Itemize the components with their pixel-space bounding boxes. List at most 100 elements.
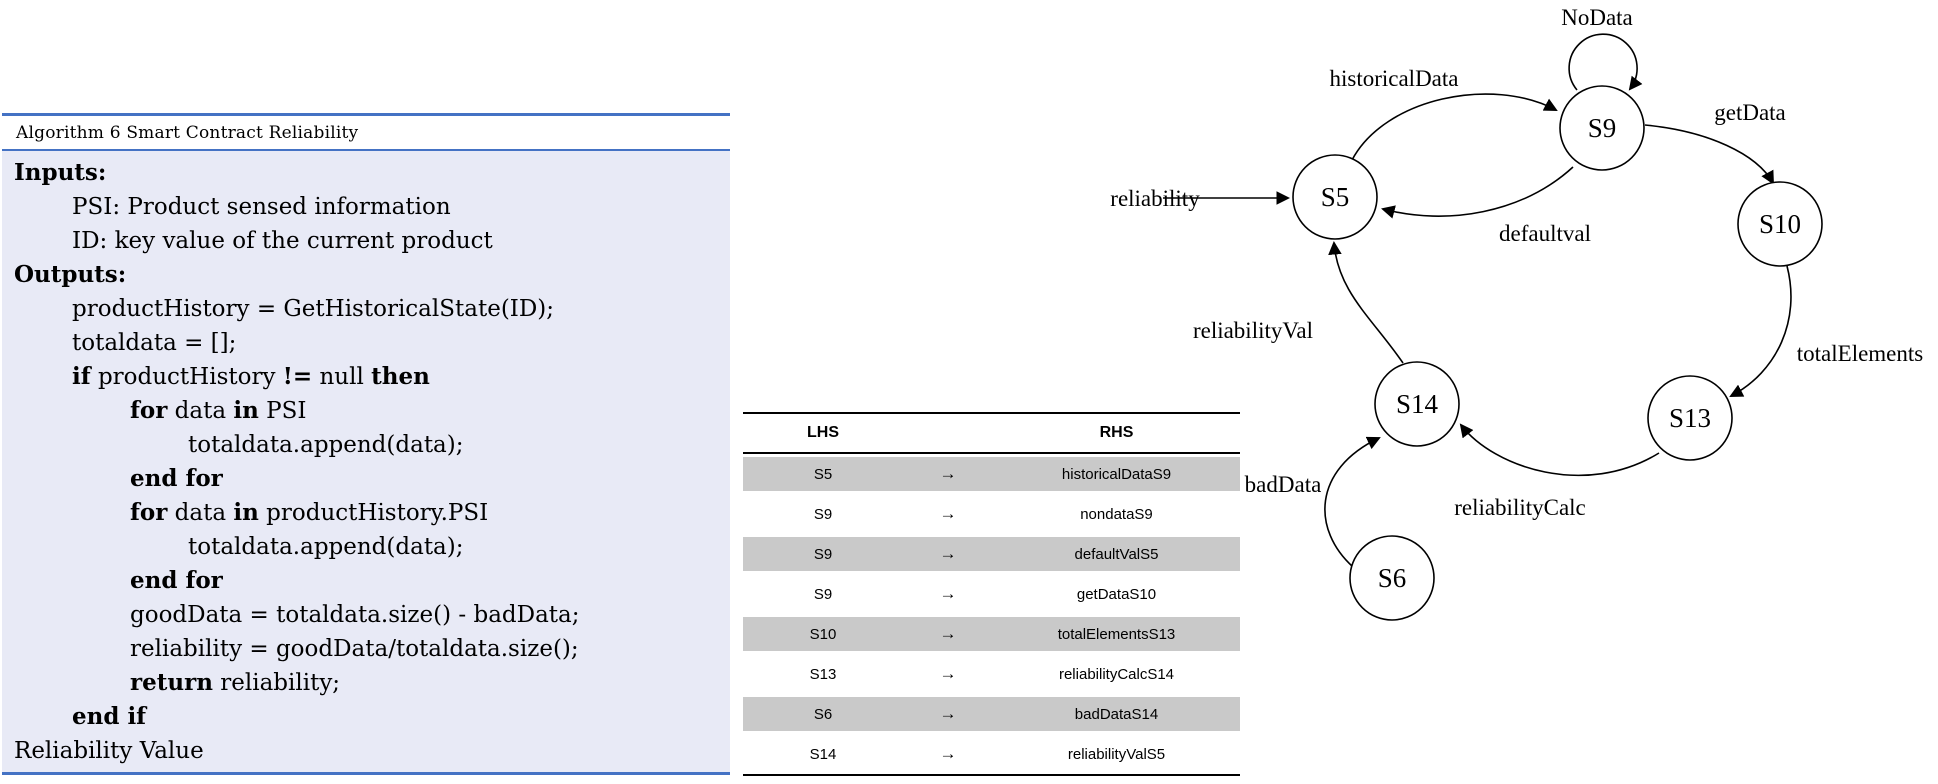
algorithm-text-segment: end if xyxy=(72,703,147,730)
edge-label-reliabilityval: reliabilityVal xyxy=(1193,318,1313,343)
arrow-icon: → xyxy=(939,464,957,483)
edge-getdata xyxy=(1644,124,1774,185)
edge-label-totalelements: totalElements xyxy=(1797,341,1924,366)
algorithm-text-segment: then xyxy=(371,363,430,390)
algorithm-text-segment: in xyxy=(233,397,259,424)
algorithm-line: totaldata = []; xyxy=(2,326,730,360)
algorithm-line: Reliability Value xyxy=(2,734,730,768)
state-node-s14 xyxy=(1374,361,1460,447)
edge-baddata xyxy=(1324,436,1381,568)
edge-label-historicaldata: historicalData xyxy=(1329,66,1458,91)
algorithm-mid-rule xyxy=(2,148,730,151)
rhs-cell: historicalDataS9 xyxy=(1061,465,1172,483)
arrow-icon: → xyxy=(939,744,957,763)
state-node-s5 xyxy=(1292,154,1378,240)
edge-reliabilityval xyxy=(1328,240,1404,364)
algorithm-text-segment: totaldata.append(data); xyxy=(188,432,464,458)
rhs-cell: badDataS14 xyxy=(1074,705,1159,723)
lhs-cell: S13 xyxy=(809,665,837,683)
algorithm-box: Algorithm 6 Smart Contract Reliability I… xyxy=(2,113,730,775)
algorithm-line: end if xyxy=(2,700,730,734)
algorithm-text-segment: data xyxy=(167,500,234,526)
algorithm-top-rule xyxy=(2,113,730,116)
state-label-s13: S13 xyxy=(1669,403,1711,433)
lhs-cell: S14 xyxy=(809,745,837,763)
lhs-cell: S9 xyxy=(813,505,833,523)
algorithm-line: productHistory = GetHistoricalState(ID); xyxy=(2,292,730,326)
algorithm-line: return reliability; xyxy=(2,666,730,700)
transition-table: LHS RHS S5 → historicalDataS9 S9 → nonda… xyxy=(743,412,1240,776)
state-label-s6: S6 xyxy=(1378,563,1407,593)
rhs-cell: defaultValS5 xyxy=(1074,545,1159,563)
edge-label-defaultval: defaultval xyxy=(1499,221,1591,246)
algorithm-bottom-rule xyxy=(2,772,730,775)
state-node-s9 xyxy=(1559,85,1645,171)
rhs-cell: reliabilityCalcS14 xyxy=(1058,665,1175,683)
algorithm-text-segment: productHistory.PSI xyxy=(258,500,489,526)
algorithm-line: end for xyxy=(2,564,730,598)
arrow-icon: → xyxy=(939,704,957,723)
rhs-cell: nondataS9 xyxy=(1080,505,1153,523)
table-row: S13 → reliabilityCalcS14 xyxy=(743,654,1240,694)
algorithm-text-segment: null xyxy=(312,364,372,390)
lhs-cell: S9 xyxy=(813,545,833,563)
algorithm-text-segment: Inputs: xyxy=(14,159,107,186)
state-label-s14: S14 xyxy=(1396,389,1439,419)
lhs-cell: S5 xyxy=(813,465,833,483)
rhs-cell: reliabilityValS5 xyxy=(1067,745,1166,763)
algorithm-text-segment: in xyxy=(233,499,259,526)
arrow-icon: → xyxy=(939,544,957,563)
edge-reliabilitycalc xyxy=(1459,423,1660,477)
state-node-s10 xyxy=(1737,181,1823,267)
edge-label-reliabilitycalc: reliabilityCalc xyxy=(1454,495,1586,520)
algorithm-text-segment: PSI xyxy=(258,398,307,424)
edge-label-getdata: getData xyxy=(1714,100,1786,125)
edge-nodata-selfloop xyxy=(1568,33,1643,91)
rhs-cell: getDataS10 xyxy=(1076,585,1157,603)
algorithm-text-segment: end for xyxy=(130,567,223,594)
algorithm-text-segment: goodData = totaldata.size() - badData; xyxy=(130,602,580,628)
algorithm-line: for data in PSI xyxy=(2,394,730,428)
table-header-row: LHS RHS xyxy=(743,414,1240,454)
table-row: S9 → getDataS10 xyxy=(743,574,1240,614)
algorithm-line: for data in productHistory.PSI xyxy=(2,496,730,530)
algorithm-line: if productHistory != null then xyxy=(2,360,730,394)
algorithm-text-segment: PSI: Product sensed information xyxy=(72,194,451,220)
algorithm-text-segment: return xyxy=(130,669,213,696)
algorithm-text-segment: if xyxy=(72,363,91,390)
edge-label-baddata: badData xyxy=(1245,472,1322,497)
algorithm-line: goodData = totaldata.size() - badData; xyxy=(2,598,730,632)
algorithm-text-segment: Outputs: xyxy=(14,261,127,288)
algorithm-text-segment: productHistory xyxy=(90,364,283,390)
algorithm-text-segment: data xyxy=(167,398,234,424)
state-label-s9: S9 xyxy=(1588,113,1617,143)
state-label-s10: S10 xyxy=(1759,209,1801,239)
table-row: S10 → totalElementsS13 xyxy=(743,614,1240,654)
arrow-icon: → xyxy=(939,584,957,603)
edge-label-nodata: NoData xyxy=(1561,5,1633,30)
start-label-reliability: reliability xyxy=(1110,186,1200,211)
table-row: S6 → badDataS14 xyxy=(743,694,1240,734)
algorithm-text-segment: reliability; xyxy=(212,670,341,696)
edge-defaultval xyxy=(1381,166,1574,219)
edge-totalelements xyxy=(1729,265,1792,397)
algorithm-text-segment: for xyxy=(130,499,168,526)
arrow-icon: → xyxy=(939,624,957,643)
algorithm-text-segment: totaldata.append(data); xyxy=(188,534,464,560)
algorithm-line: Outputs: xyxy=(2,258,730,292)
algorithm-line: end for xyxy=(2,462,730,496)
lhs-header: LHS xyxy=(807,424,839,441)
algorithm-text-segment: for xyxy=(130,397,168,424)
algorithm-text-segment: ID: key value of the current product xyxy=(72,228,493,254)
algorithm-line: totaldata.append(data); xyxy=(2,428,730,462)
rhs-header: RHS xyxy=(1099,424,1134,441)
algorithm-text-segment: totaldata = []; xyxy=(72,330,237,356)
algorithm-line: ID: key value of the current product xyxy=(2,224,730,258)
algorithm-text-segment: end for xyxy=(130,465,223,492)
algorithm-line: PSI: Product sensed information xyxy=(2,190,730,224)
table-row: S9 → defaultValS5 xyxy=(743,534,1240,574)
state-node-s6 xyxy=(1349,535,1435,621)
algorithm-line: reliability = goodData/totaldata.size(); xyxy=(2,632,730,666)
